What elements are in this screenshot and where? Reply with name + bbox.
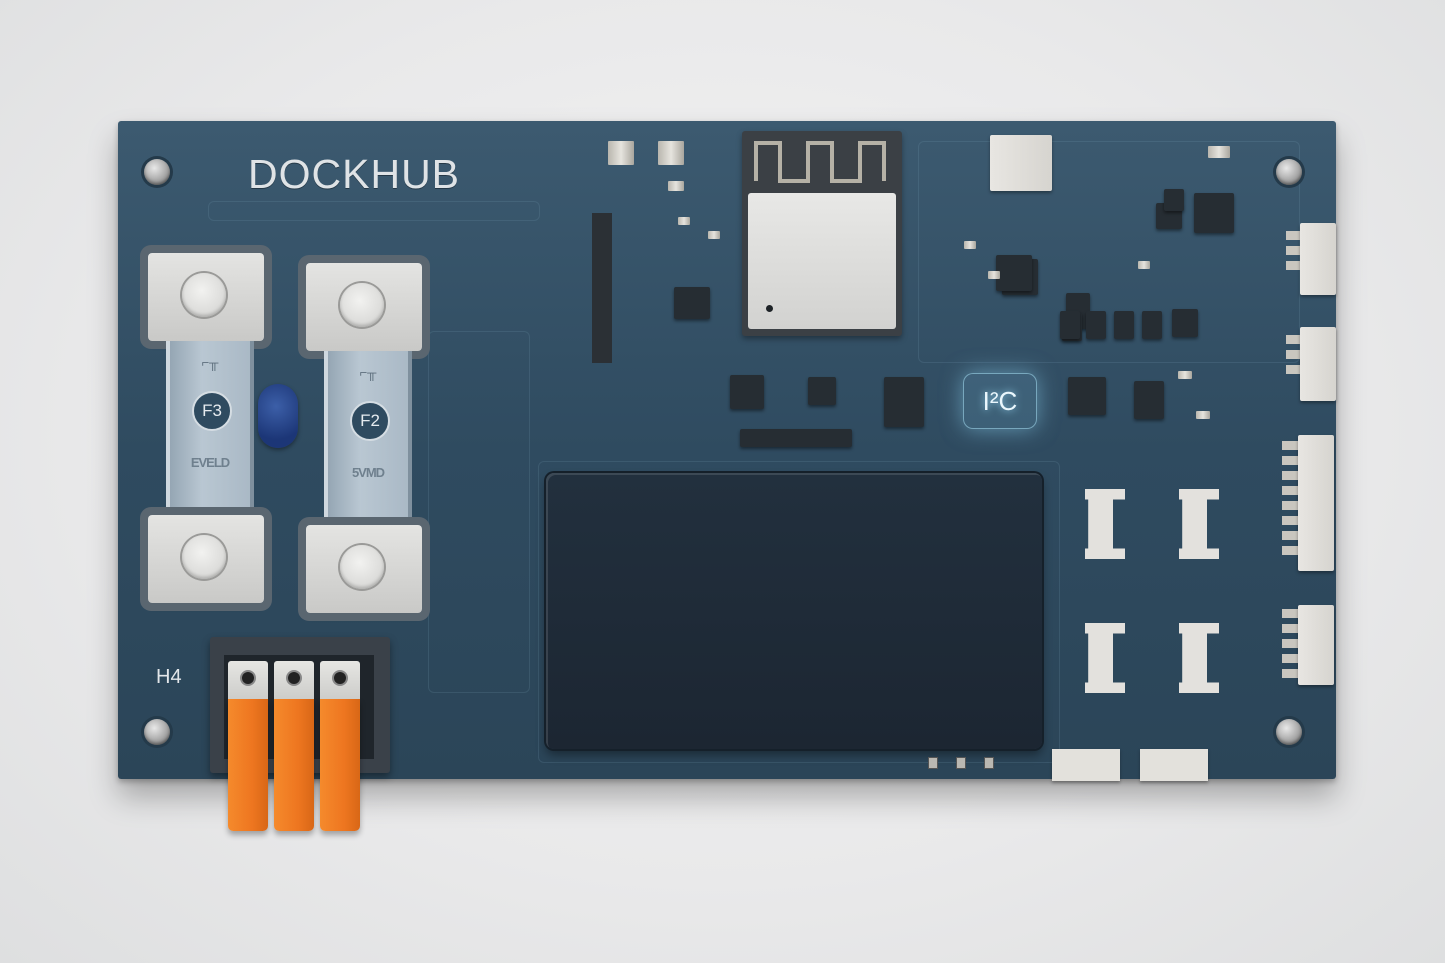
smd-passive xyxy=(1138,261,1150,269)
wifi-module xyxy=(742,131,902,336)
right-connector-3[interactable] xyxy=(1298,435,1334,571)
ic-chip xyxy=(1086,311,1106,339)
smd-diode xyxy=(608,141,634,165)
ic-chip xyxy=(1068,377,1106,415)
right-connector-4[interactable] xyxy=(1298,605,1334,685)
trace xyxy=(538,461,1060,763)
rf-shield xyxy=(748,193,896,329)
ic-chip xyxy=(1142,311,1162,339)
terminal-lever-1[interactable] xyxy=(228,661,268,831)
fuse-cap-bottom xyxy=(148,515,264,603)
fuse-label: F3 xyxy=(192,391,232,431)
fuse-f3[interactable]: ⌐╥ F3 EVELD xyxy=(148,253,264,603)
fuse-cap-top xyxy=(306,263,422,351)
fuse-symbol-icon: ⌐╥ xyxy=(359,365,377,380)
smd-passive xyxy=(1196,411,1210,419)
ic-chip xyxy=(996,255,1032,291)
smd-pad xyxy=(956,757,966,769)
right-connector-2[interactable] xyxy=(1300,327,1336,401)
pin-header xyxy=(592,213,612,363)
fuse-body: ⌐╥ F2 5VMD xyxy=(324,351,412,523)
mounting-hole-bottom-right xyxy=(1276,719,1302,745)
ic-chip xyxy=(1114,311,1134,339)
fuse-cap-bottom xyxy=(306,525,422,613)
terminal-lever-2[interactable] xyxy=(274,661,314,831)
fuse-knob xyxy=(182,273,226,317)
fuse-knob xyxy=(340,283,384,327)
terminal-label: H4 xyxy=(156,666,182,688)
bottom-connector-1[interactable] xyxy=(1052,749,1120,781)
voltage-regulator xyxy=(990,135,1052,191)
ic-chip xyxy=(1060,311,1080,339)
smd-passive xyxy=(1178,371,1192,379)
ic-chip xyxy=(740,429,852,447)
brand-label: DOCKHUB xyxy=(248,151,461,197)
mounting-hole-bottom-left xyxy=(144,719,170,745)
fuse-body: ⌐╥ F3 EVELD xyxy=(166,341,254,513)
smd-passive xyxy=(708,231,720,239)
fuse-label: F2 xyxy=(350,401,390,441)
smd-pad xyxy=(928,757,938,769)
ic-chip xyxy=(730,375,764,409)
blue-led xyxy=(258,384,298,448)
ic-chip xyxy=(1194,193,1234,233)
i2c-marker: I²C xyxy=(963,373,1037,429)
fuse-marking: 5VMD xyxy=(351,465,385,480)
jst-connector-1[interactable] xyxy=(1080,485,1128,563)
fuse-f2[interactable]: ⌐╥ F2 5VMD xyxy=(306,263,422,613)
fuse-cap-top xyxy=(148,253,264,341)
ic-chip xyxy=(884,377,924,427)
smd-passive xyxy=(668,181,684,191)
antenna-icon xyxy=(754,141,886,183)
trace xyxy=(208,201,540,221)
smd-passive xyxy=(678,217,690,225)
ic-chip xyxy=(1172,309,1198,337)
connector-pins xyxy=(1282,609,1298,678)
right-connector-1[interactable] xyxy=(1300,223,1336,295)
jst-connector-4[interactable] xyxy=(1174,619,1222,697)
smd-passive xyxy=(988,271,1000,279)
jst-connector-2[interactable] xyxy=(1174,485,1222,563)
pin1-marker xyxy=(766,305,773,312)
connector-pins xyxy=(1286,335,1302,374)
bottom-connector-2[interactable] xyxy=(1140,749,1208,781)
trace xyxy=(918,141,1300,363)
jst-connector-3[interactable] xyxy=(1080,619,1128,697)
smd-diode xyxy=(658,141,684,165)
smd-passive xyxy=(1208,146,1230,158)
connector-pins xyxy=(1286,231,1302,270)
shield-cover xyxy=(546,473,1042,749)
fuse-knob xyxy=(182,535,226,579)
fuse-symbol-icon: ⌐╥ xyxy=(201,355,219,370)
smd-passive xyxy=(964,241,976,249)
pcb-board: DOCKHUB ⌐╥ F3 EVELD ⌐╥ F2 5VMD H4 xyxy=(118,121,1336,831)
ic-chip xyxy=(1134,381,1164,419)
mounting-hole-top-right xyxy=(1276,159,1302,185)
trace xyxy=(428,331,530,693)
ic-chip xyxy=(1164,189,1184,211)
smd-pad xyxy=(984,757,994,769)
ic-chip xyxy=(674,287,710,319)
terminal-lever-3[interactable] xyxy=(320,661,360,831)
fuse-marking: EVELD xyxy=(190,455,230,470)
ic-chip xyxy=(808,377,836,405)
mounting-hole-top-left xyxy=(144,159,170,185)
fuse-knob xyxy=(340,545,384,589)
connector-pins xyxy=(1282,441,1298,555)
